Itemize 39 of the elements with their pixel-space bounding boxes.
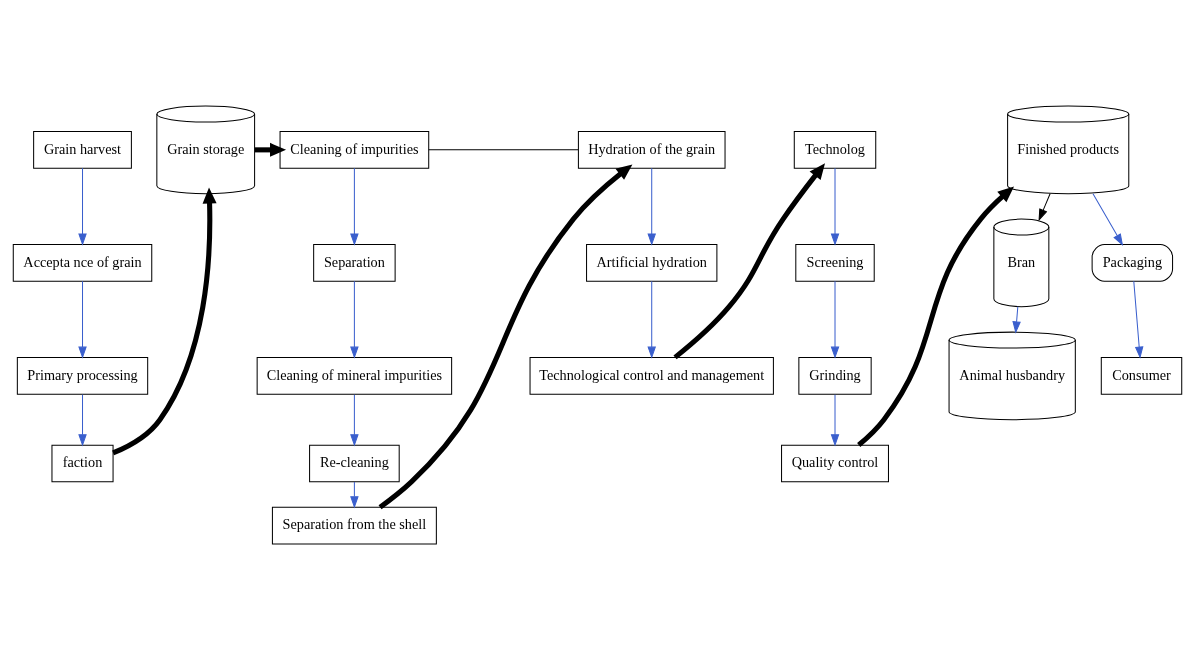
node-box: Re-cleaning [309, 444, 400, 483]
arrow [78, 167, 87, 246]
arrow [1012, 306, 1021, 334]
node-box: Consumer [1100, 357, 1183, 395]
arrow [1092, 193, 1124, 246]
arrow [350, 394, 359, 447]
node-box: Screening [795, 244, 875, 282]
arrow [350, 167, 359, 246]
node-box: Cleaning of impurities [279, 131, 430, 169]
node-box: Packaging [1091, 244, 1174, 282]
node-box: Hydration of the grain [577, 131, 726, 169]
node-box: Primary processing [16, 357, 149, 395]
arrow [350, 280, 359, 359]
node-box: Grinding [798, 357, 872, 395]
arrow [830, 394, 840, 447]
node-box: Separation from the shell [271, 506, 437, 545]
arrow [350, 481, 359, 509]
arrow [647, 167, 656, 246]
node-box: Separation [313, 244, 396, 282]
node-box: Quality control [781, 444, 889, 483]
node-box: Grain harvest [33, 131, 132, 169]
node-box: Artificial hydration [586, 244, 718, 282]
arrow [647, 280, 656, 359]
arrow [830, 280, 840, 359]
arrow [112, 187, 217, 456]
node-box: Technological control and management [529, 357, 774, 395]
arrow [830, 167, 840, 246]
arrow [78, 280, 87, 359]
arrow [1038, 193, 1051, 222]
node-box: Cleaning of mineral impurities [256, 357, 453, 395]
arrow [673, 163, 825, 360]
node-box: Accepta nce of grain [12, 244, 153, 282]
arrow [378, 164, 633, 510]
node-box: faction [51, 444, 114, 483]
arrow [857, 186, 1014, 447]
arrow [78, 394, 87, 447]
arrow [1133, 280, 1144, 359]
connector [428, 149, 579, 151]
node-box: Technolog [793, 131, 877, 169]
